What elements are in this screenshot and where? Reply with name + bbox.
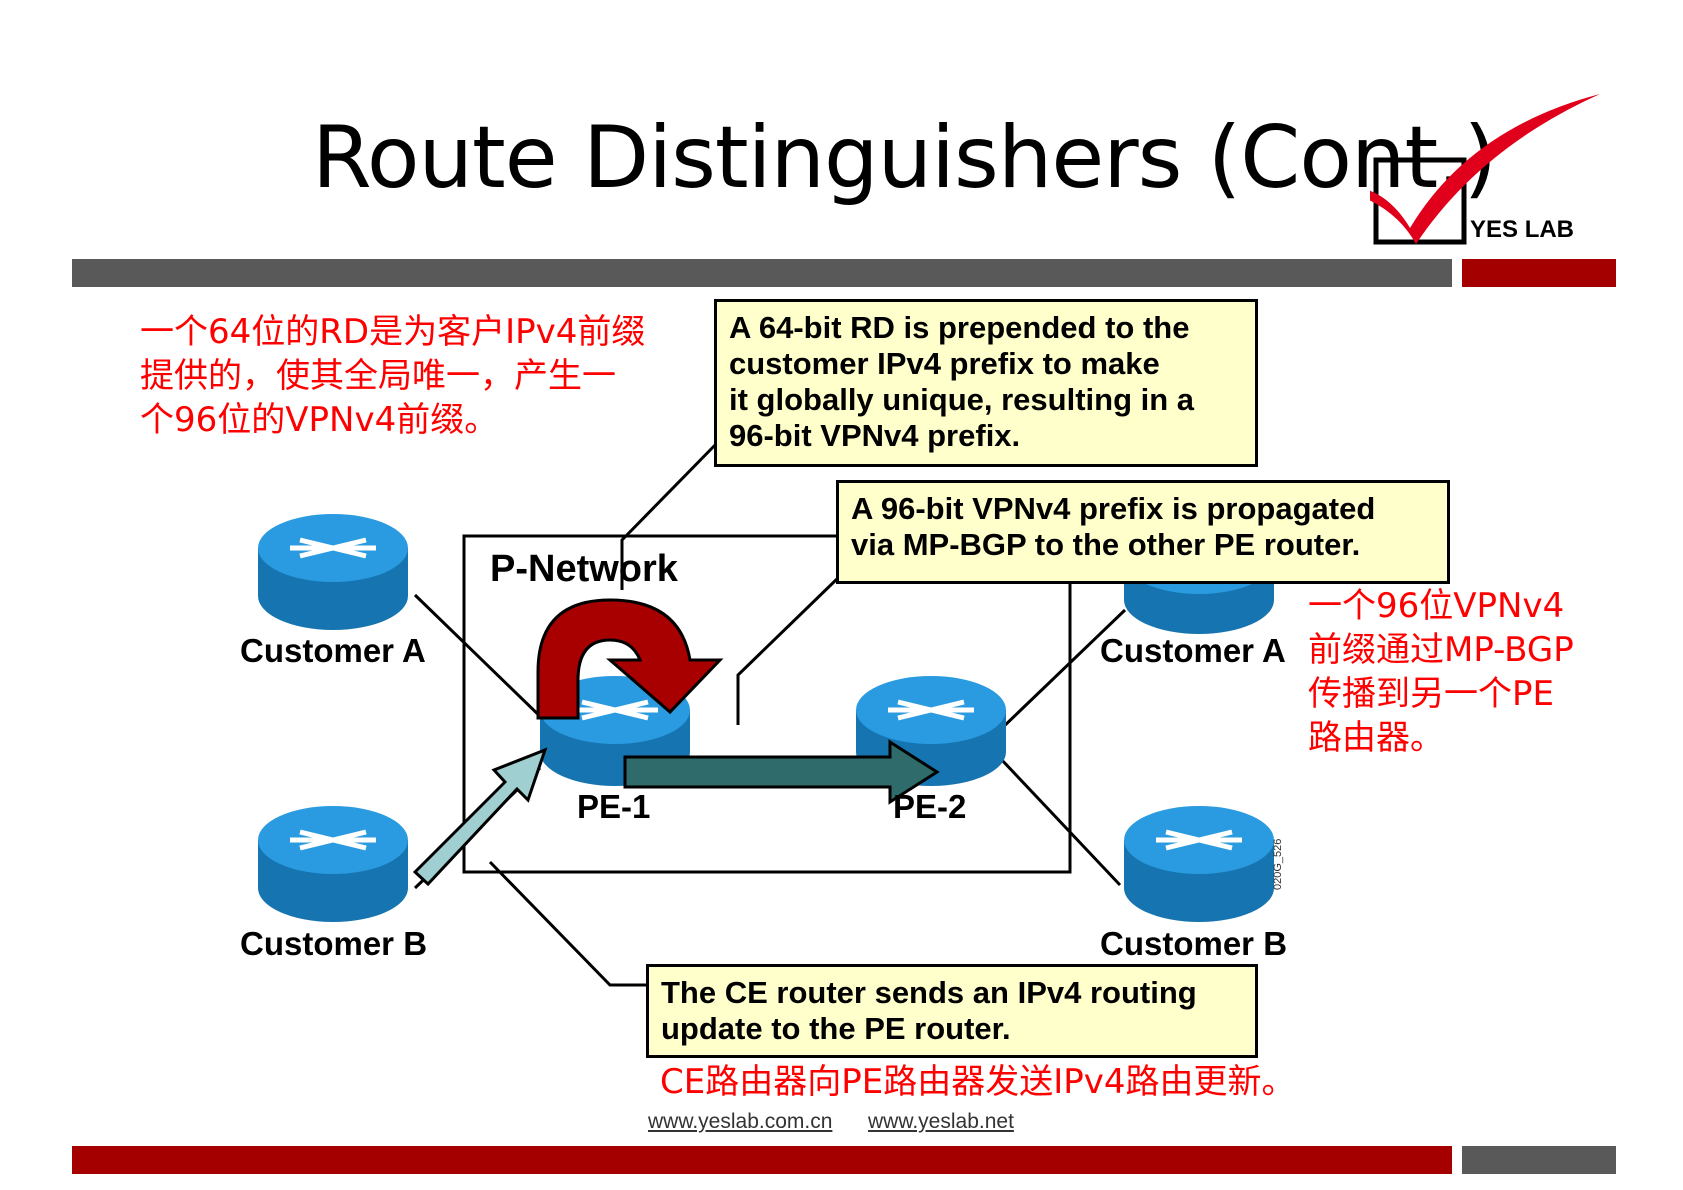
- update-arrow: [412, 747, 548, 887]
- callout-rd-line: it globally unique, resulting in a: [729, 382, 1195, 417]
- note-propagate-cn-line: 前缀通过MP-BGP: [1308, 630, 1574, 670]
- callout-propagate-line: via MP-BGP to the other PE router.: [851, 527, 1361, 562]
- logo-text: YES LAB: [1470, 216, 1575, 243]
- leader-propagate: [736, 576, 840, 725]
- figure-code: 020G_526: [1272, 838, 1284, 890]
- footer-link-net[interactable]: www.yeslab.net: [868, 1110, 1014, 1133]
- callout-rd-line: 96-bit VPNv4 prefix.: [729, 418, 1021, 453]
- router-customer-b-left: [258, 806, 408, 922]
- link-pe2-custB-right: [998, 756, 1122, 887]
- label-customer-b-right: Customer B: [1100, 925, 1288, 962]
- leader-ce: [488, 860, 648, 987]
- mpbgp-arrow: [623, 739, 940, 805]
- router-customer-b-right: [1124, 806, 1274, 922]
- link-pe2-custA-right: [998, 608, 1127, 732]
- leader-rd: [620, 438, 722, 590]
- link-custA-pe1: [413, 593, 550, 726]
- yes-lab-logo: YES LAB: [1370, 88, 1610, 248]
- callout-propagate-line: A 96-bit VPNv4 prefix is propagated: [851, 491, 1376, 526]
- label-pe2: PE-2: [893, 788, 967, 825]
- label-pe1: PE-1: [577, 788, 651, 825]
- callout-propagate: A 96-bit VPNv4 prefix is propagated via …: [836, 480, 1450, 584]
- p-network-boundary: [462, 534, 1072, 874]
- router-customer-a-left: [258, 514, 408, 630]
- callout-rd: A 64-bit RD is prepended to the customer…: [714, 299, 1258, 467]
- top-bar-red: [1462, 259, 1616, 287]
- note-propagate-cn-line: 一个96位VPNv4: [1308, 586, 1565, 626]
- label-customer-a-right: Customer A: [1100, 632, 1286, 669]
- note-rd-cn-line: 个96位的VPNv4前缀。: [140, 400, 499, 440]
- note-propagate-cn: 一个96位VPNv4 前缀通过MP-BGP 传播到另一个PE 路由器。: [1308, 584, 1574, 760]
- checkmark-icon: [1370, 94, 1600, 245]
- callout-ce-line: update to the PE router.: [661, 1011, 1011, 1046]
- note-rd-cn-line: 一个64位的RD是为客户IPv4前缀: [140, 312, 646, 352]
- note-propagate-cn-line: 传播到另一个PE: [1308, 674, 1554, 714]
- note-propagate-cn-line: 路由器。: [1308, 718, 1444, 758]
- callout-rd-line: customer IPv4 prefix to make: [729, 346, 1160, 381]
- callout-rd-line: A 64-bit RD is prepended to the: [729, 310, 1190, 345]
- note-rd-cn: 一个64位的RD是为客户IPv4前缀 提供的，使其全局唯一，产生一 个96位的V…: [140, 310, 645, 442]
- bottom-bar-gray: [1462, 1146, 1616, 1174]
- footer-link-cn[interactable]: www.yeslab.com.cn: [648, 1110, 833, 1133]
- callout-ce-line: The CE router sends an IPv4 routing: [661, 975, 1197, 1010]
- label-customer-b-left: Customer B: [240, 925, 428, 962]
- label-customer-a-left: Customer A: [240, 632, 426, 669]
- rd-loop-arrow: [536, 598, 724, 720]
- bottom-bar-red: [72, 1146, 1452, 1174]
- page-title: Route Distinguishers (Cont.): [312, 108, 1497, 208]
- callout-ce: The CE router sends an IPv4 routing upda…: [646, 964, 1258, 1058]
- note-ce-cn: CE路由器向PE路由器发送IPv4路由更新。: [660, 1062, 1296, 1102]
- p-network-label: P-Network: [490, 548, 678, 590]
- note-rd-cn-line: 提供的，使其全局唯一，产生一: [140, 356, 616, 396]
- top-bar-gray: [72, 259, 1452, 287]
